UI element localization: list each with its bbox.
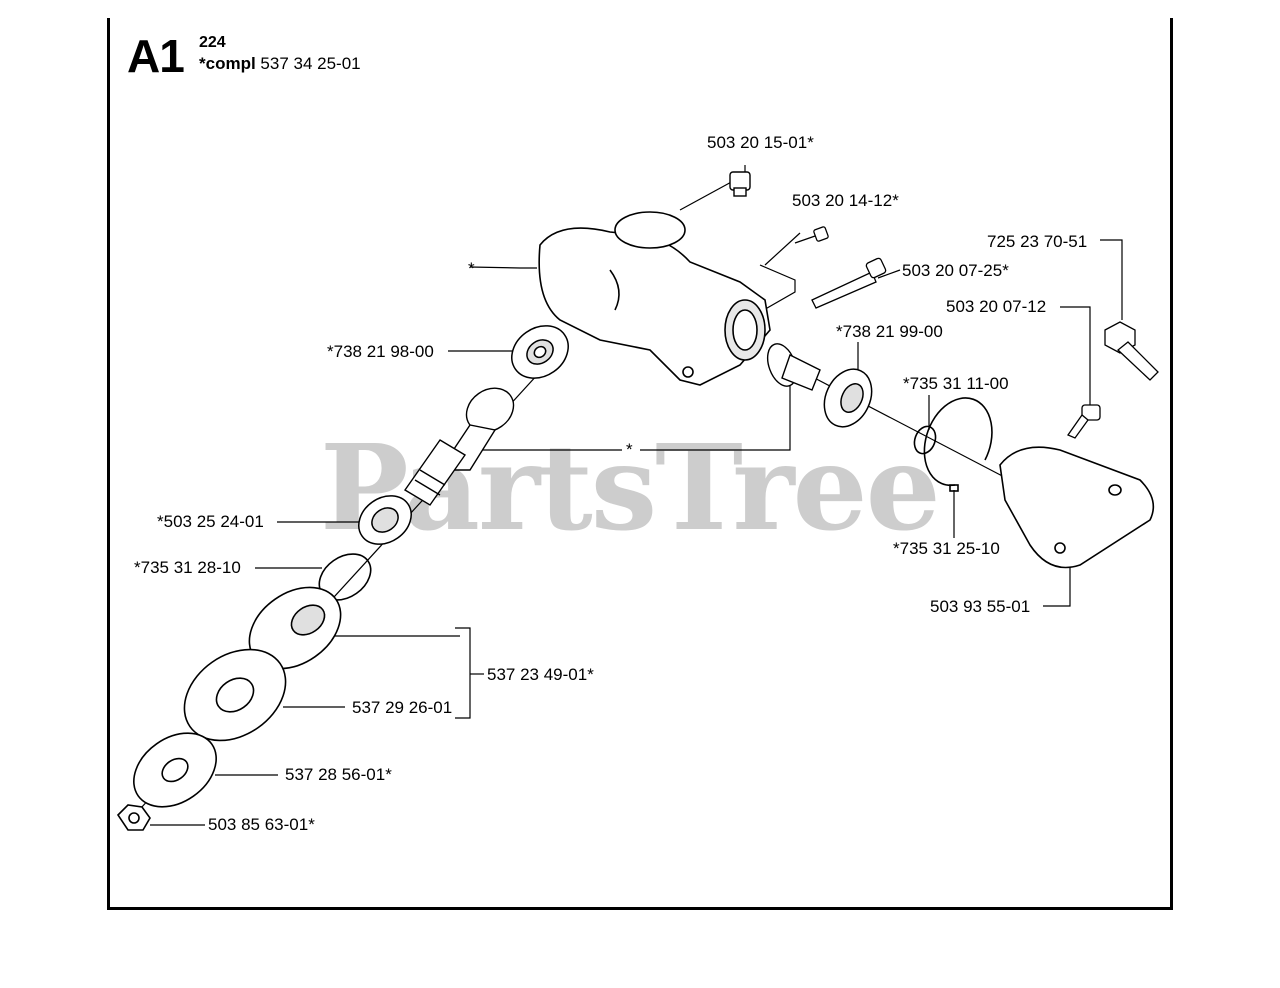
part-label-735-31-25-10: *735 31 25-10 (893, 539, 1000, 558)
compl-part: 537 34 25-01 (260, 54, 361, 73)
model-number: 224 (199, 34, 226, 51)
part-label-503-93-55-01: 503 93 55-01 (930, 597, 1031, 616)
circlip (923, 397, 993, 492)
part-label-537-29-26-01: 537 29 26-01 (352, 698, 453, 717)
guard-part (999, 446, 1155, 569)
part-label-503-20-15-01: 503 20 15-01* (707, 133, 814, 152)
part-label-503-20-14-12: 503 20 14-12* (792, 191, 899, 210)
part-label-503-20-07-25: 503 20 07-25* (902, 261, 1009, 280)
bolt-part (1104, 321, 1159, 381)
screw-small (794, 226, 829, 244)
support-cup (133, 732, 217, 808)
part-label-537-28-56-01: 537 28 56-01* (285, 765, 392, 784)
pinion-gear (766, 343, 821, 391)
part-label-725-23-70-51: 725 23 70-51 (987, 232, 1088, 251)
part-label-503-25-24-01: *503 25 24-01 (157, 512, 264, 531)
part-label-537-23-49-01: 537 23 49-01* (487, 665, 594, 684)
part-label-gear-asterisk: * (626, 440, 633, 459)
part-label-738-21-98-00: *738 21 98-00 (327, 342, 434, 361)
part-label-503-20-07-12: 503 20 07-12 (946, 297, 1047, 316)
drive-axis-line (779, 359, 1011, 481)
part-label-735-31-28-10: *735 31 28-10 (134, 558, 241, 577)
bearing-pinion (823, 368, 873, 428)
screw-long (811, 257, 887, 309)
bearing-lower (358, 495, 412, 545)
part-label-738-21-99-00: *738 21 99-00 (836, 322, 943, 341)
screw-guard (1067, 404, 1101, 439)
plug-part (729, 171, 751, 197)
diagram-frame (107, 18, 1173, 910)
spline-shaft (403, 439, 467, 506)
complete-assembly-number: *compl 537 34 25-01 (199, 54, 361, 74)
section-code: A1 (127, 30, 185, 82)
bearing-upper (511, 325, 569, 379)
part-label-housing-asterisk: * (468, 259, 475, 278)
part-label-503-85-63-01: 503 85 63-01* (208, 815, 315, 834)
thrust-washer (183, 648, 287, 742)
compl-prefix: *compl (199, 54, 256, 73)
lock-nut (116, 804, 151, 831)
part-label-735-31-11-00: *735 31 11-00 (903, 374, 1009, 393)
flange-upper (248, 586, 342, 670)
gear-housing (538, 211, 771, 386)
